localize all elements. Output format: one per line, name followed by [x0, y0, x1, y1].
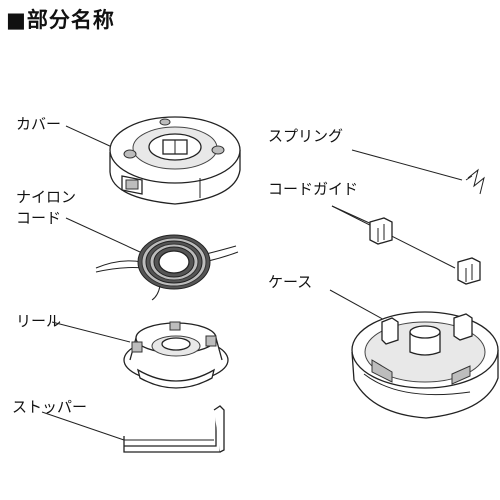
- label-nylon-cord-line1: ナイロン: [16, 188, 77, 206]
- label-case: ケース: [268, 273, 313, 291]
- label-cord-guide: コードガイド: [268, 180, 359, 198]
- label-cover: カバー: [16, 115, 62, 133]
- leader-nylon-cord: [65, 217, 141, 253]
- page-title: ■部分名称: [6, 8, 115, 32]
- cover-part: [109, 116, 241, 205]
- leader-lines: [41, 125, 463, 441]
- spring-part: [465, 168, 485, 195]
- cord-guide-part: [369, 217, 481, 285]
- label-reel: リール: [16, 312, 62, 330]
- case-part: [351, 311, 499, 419]
- leader-cover: [65, 125, 113, 148]
- leader-case: [329, 289, 389, 323]
- nylon-cord-part: [95, 234, 239, 301]
- stopper-part: [123, 405, 225, 453]
- leader-cord-guide-b: [331, 205, 456, 269]
- label-spring: スプリング: [268, 127, 344, 145]
- leader-stopper: [41, 411, 125, 441]
- label-stopper: ストッパー: [12, 398, 88, 416]
- leader-reel: [51, 321, 131, 343]
- leader-spring: [351, 149, 463, 181]
- label-nylon-cord-line2: コード: [16, 209, 62, 227]
- reel-part: [123, 321, 229, 389]
